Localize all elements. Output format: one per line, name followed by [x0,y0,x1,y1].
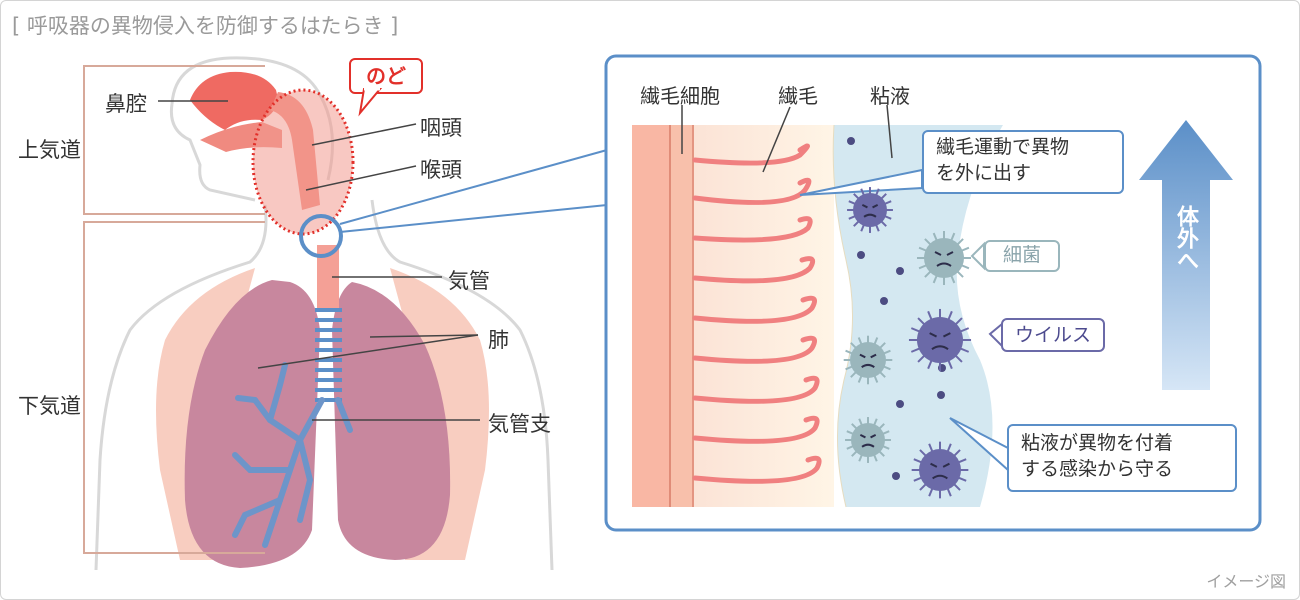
trachea-label: 気管 [448,269,490,293]
ciliated-cell-label: 繊毛細胞 [640,84,720,108]
zoom-circle [299,214,343,258]
out-of-body-label: 体外へ [1173,205,1198,271]
larynx-label: 喉頭 [420,158,462,182]
lung-label: 肺 [488,328,509,352]
bacteria-callout: 細菌 [984,240,1060,272]
airway-brackets [83,65,265,554]
bronchus-label: 気管支 [488,412,551,436]
body-outline [94,56,554,571]
mucus-note-callout: 粘液が異物を付着 する感染から守る [1007,424,1237,492]
upper-airway-label: 上気道 [18,138,81,162]
trachea-rings [315,308,342,402]
cilia [692,143,822,484]
throat-bubble-tail [358,88,383,117]
throat-label: のど [366,64,406,88]
cilia-motion-text-1: 繊毛運動で異物 [936,136,1070,158]
mucus-note-text-2: する感染から守る [1021,458,1174,480]
ciliated-cell-body [671,125,693,507]
mucus-note-text-1: 粘液が異物を付着 [1021,432,1174,454]
trachea-tube [317,245,339,310]
throat-bubble: のど [349,58,423,94]
panel-leader-lines [681,104,893,173]
cilia-label: 繊毛 [778,84,818,108]
lung-left [184,280,320,568]
bacteria-1 [917,231,971,285]
virus-callout: ウイルス [1001,318,1105,352]
virus-1 [847,187,893,233]
virus-3 [911,441,969,499]
virus-label: ウイルス [1014,324,1091,346]
bacteria-2 [843,335,893,385]
figure-title: [ 呼吸器の異物侵入を防御するはたらき ] [12,14,399,38]
lower-airway-label: 下気道 [18,394,81,418]
bacteria-3 [845,417,891,463]
bacteria-label: 細菌 [1002,244,1041,266]
cilia-motion-callout: 繊毛運動で異物 を外に出す [922,130,1124,194]
leader-lines [158,100,480,421]
cell-wall [632,125,670,507]
out-arrow [1139,120,1233,390]
bronchial-tree [232,362,353,548]
mucus-label: 粘液 [870,84,910,108]
mucus-particles [847,137,946,480]
throat-highlight [251,88,355,236]
pharynx-label: 咽頭 [420,116,462,140]
cell-surface [694,125,834,507]
image-note: イメージ図 [1206,572,1286,591]
nasal-cavity-shape [190,71,278,130]
nasal-cavity-label: 鼻腔 [105,92,147,116]
lung-right [332,282,451,560]
cilia-motion-text-2: を外に出す [936,162,1032,184]
virus-2 [908,308,972,372]
